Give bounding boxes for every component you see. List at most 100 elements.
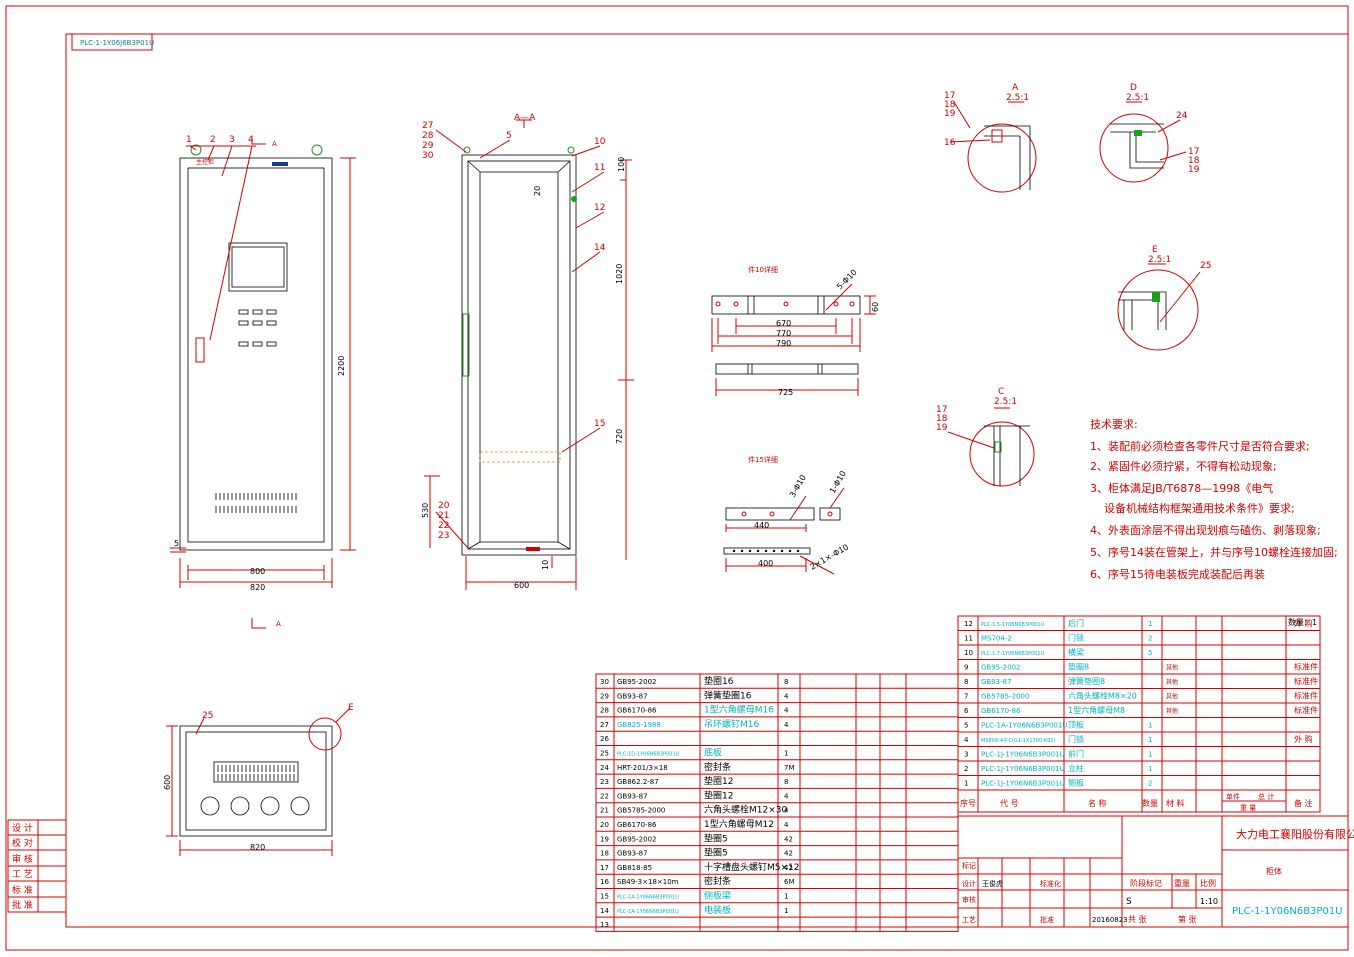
section-view: A—A 27 28 29 30 20 21 22 23 5 10 11 12 1… (421, 113, 634, 590)
part-name: 柜体 (1266, 866, 1282, 876)
bom-r-qty: 1 (1148, 765, 1152, 773)
front-label-3: 3 (229, 135, 235, 145)
detail-a: A 2.5:1 17 18 19 16 (944, 83, 1037, 193)
bom-l-no: 20 (600, 821, 609, 829)
sheet-label: 第 张 (1178, 914, 1197, 924)
tb-design: 设计 (962, 879, 976, 888)
sec-label-10: 10 (594, 137, 606, 147)
top-dim-600: 600 (163, 775, 172, 790)
bom-r-code: GB95-2002 (981, 664, 1020, 672)
tech-requirements: 技术要求: 1、装配前必须检查各零件尺寸是否符合要求; 2、紧固件必须拧紧，不得… (1090, 418, 1338, 581)
detail-a-17: 17 (944, 91, 955, 101)
drawing-no: PLC-1-1Y06N6B3P01U (1232, 906, 1343, 917)
bom-r-note: 标准件 (1294, 691, 1318, 701)
front-label-2: 2 (210, 135, 216, 145)
bom-r-h-no: 序号 (960, 798, 976, 808)
bom-l-code: PLC-1A-1Y06N6B3P001U (617, 909, 679, 915)
bom-l-code: PLC-1D-1Y06N6B3P001U (617, 752, 680, 758)
bom-r-code: MS704-2 (981, 635, 1012, 643)
part15-hole3: 2×1×-Φ10 (809, 542, 851, 571)
front-label-4: 4 (248, 135, 254, 145)
detail-d: D 2.5:1 24 17 18 19 (1099, 83, 1200, 183)
bom-l-name: 侧板梁 (704, 890, 731, 902)
bom-r-h-note: 备 注 (1294, 798, 1313, 808)
bom-r-name: 后门 (1068, 618, 1084, 628)
bom-l-no: 26 (600, 735, 609, 743)
bom-r-code: GB93-87 (981, 678, 1012, 686)
bom-l-qty: 1 (784, 907, 788, 915)
bom-r-code: PLC-1.7-1Y06N6B3P001U (981, 651, 1045, 657)
sign-approve: 批 准 (12, 899, 33, 911)
dim-2200: 2200 (337, 356, 346, 376)
detail-d-17: 17 (1188, 147, 1199, 157)
bom-l-no: 21 (600, 807, 609, 815)
top-view: 25 E 820 600 (163, 703, 354, 856)
bom-r-note: 标准件 (1294, 676, 1318, 686)
bom-l-name: 弹簧垫圈16 (704, 689, 752, 701)
dim-820: 820 (250, 583, 265, 592)
bom-l-name: 垫圈12 (704, 789, 733, 801)
bom-l-no: 19 (600, 835, 609, 843)
sign-review: 审 核 (12, 853, 33, 865)
bom-r-code: GB5785-2000 (981, 693, 1029, 701)
sec-label-23: 23 (438, 531, 449, 541)
tb-approve: 批准 (1040, 915, 1054, 924)
bom-r-code: GB6170-86 (981, 707, 1021, 715)
part15-d440: 440 (754, 521, 769, 530)
sec-label-22: 22 (438, 521, 449, 531)
detail-c: C 2.5:1 17 18 19 (936, 387, 1035, 487)
bom-r-name: 侧板 (1068, 778, 1084, 788)
bom-r-no: 4 (964, 736, 969, 744)
bom-l-code: GB825-1988 (617, 721, 661, 729)
detail-e-name: E (1152, 245, 1158, 255)
bom-l-name: 垫圈16 (704, 675, 734, 687)
scale-value: 1:10 (1200, 897, 1218, 906)
bom-r-code: PLC-1J-1Y06N6B3P001U (981, 751, 1065, 759)
bom-l-qty: 4 (784, 807, 789, 815)
bom-l-qty: 1 (784, 893, 788, 901)
bom-l-code: GB6170-86 (617, 707, 657, 715)
part15-detail: 件15详细 3-Φ10 1-Φ10 2×1×-Φ10 440 400 (723, 455, 851, 575)
bom-r-h-mat: 材 料 (1166, 798, 1185, 808)
sec-label-12: 12 (594, 203, 605, 213)
sec-label-28: 28 (422, 131, 434, 141)
bom-r-qty: 1 (1148, 620, 1152, 628)
bom-l-code: GB6170-86 (617, 821, 657, 829)
bom-l-no: 29 (600, 692, 609, 700)
part10-title: 件10详细 (748, 265, 778, 274)
bom-l-qty: 42 (784, 835, 793, 843)
bom-r-mat: 其他 (1166, 693, 1178, 701)
tech-item-2: 2、紧固件必须拧紧，不得有松动现象; (1090, 459, 1277, 473)
bom-l-qty: 4 (784, 792, 789, 800)
bom-l-code: GB93-87 (617, 850, 648, 858)
sec-label-30: 30 (422, 151, 434, 161)
inner-frame (65, 33, 1349, 928)
sign-block: 设 计 校 对 审 核 工 艺 标 准 批 准 (7, 819, 67, 913)
sec-label-20: 20 (438, 501, 450, 511)
bom-l-name: 六角头螺栓M12×30 (704, 804, 787, 816)
bom-l-no: 25 (600, 750, 609, 758)
sec-dim-600: 600 (514, 581, 529, 590)
detail-a-name: A (1012, 83, 1019, 93)
bom-l-no: 30 (600, 678, 609, 686)
part10-d770: 770 (776, 329, 791, 338)
sec-dim-720: 720 (615, 429, 624, 444)
bom-l-no: 24 (600, 764, 609, 772)
part10-detail: 件10详细 5-Φ10 670 770 790 725 60 (711, 265, 880, 397)
sign-design: 设 计 (12, 822, 33, 834)
bom-r-h-code: 代 号 (1000, 798, 1019, 808)
bom-r-name: 横梁 (1068, 647, 1084, 657)
detail-c-name: C (998, 387, 1004, 397)
tb-review: 审核 (962, 895, 976, 904)
bom-r-no: 11 (964, 635, 973, 643)
bom-r-no: 12 (964, 620, 973, 628)
code-stamp-box (71, 33, 153, 51)
detail-d-19: 19 (1188, 165, 1200, 175)
top-detail-e: E (348, 703, 354, 713)
bom-r-no: 10 (964, 649, 973, 657)
bom-r-name: 顶板 (1068, 720, 1084, 730)
bom-l-code: GB5785-2000 (617, 807, 665, 815)
dim-5: 5 (174, 539, 179, 548)
outer-frame (5, 5, 1349, 951)
